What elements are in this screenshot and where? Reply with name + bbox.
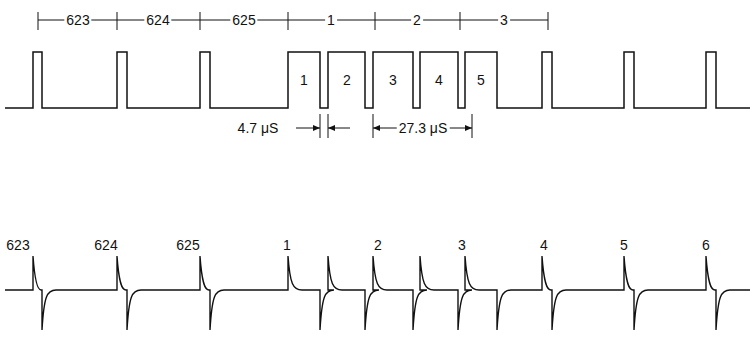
line-number: 3 — [498, 13, 510, 27]
dimension-tick — [472, 114, 473, 138]
line-number: 4 — [540, 238, 548, 252]
line-number: 2 — [374, 238, 382, 252]
line-number: 625 — [176, 238, 199, 252]
line-number: 3 — [458, 238, 466, 252]
dimension-tick — [373, 114, 374, 138]
duration-label: 27.3 μS — [397, 121, 450, 135]
dimension-line — [38, 20, 548, 21]
line-number: 5 — [620, 238, 628, 252]
dimension-tick — [288, 12, 289, 30]
dimension-arrow — [460, 128, 472, 129]
sync-waveform — [5, 52, 750, 108]
duration-label: 4.7 μS — [236, 121, 281, 135]
line-number: 624 — [144, 13, 171, 27]
line-number: 623 — [6, 238, 29, 252]
line-number: 1 — [325, 13, 337, 27]
dimension-tick — [328, 114, 329, 138]
line-number: 2 — [411, 13, 423, 27]
dimension-tick — [375, 12, 376, 30]
dimension-arrow — [296, 128, 320, 129]
dimension-tick — [117, 12, 118, 30]
dimension-tick — [38, 12, 39, 30]
line-number: 623 — [64, 13, 91, 27]
pulse-number: 5 — [477, 73, 485, 87]
pulse-number: 4 — [435, 73, 443, 87]
dimension-arrow — [328, 128, 350, 129]
dimension-tick — [548, 12, 549, 30]
pulse-number: 2 — [343, 73, 351, 87]
pulse-number: 3 — [389, 73, 397, 87]
dimension-tick — [320, 114, 321, 138]
line-number: 6 — [702, 238, 710, 252]
dimension-tick — [460, 12, 461, 30]
dimension-tick — [200, 12, 201, 30]
differentiated-pulses — [5, 256, 750, 330]
line-number: 1 — [283, 238, 291, 252]
line-number: 624 — [94, 238, 117, 252]
pulse-number: 1 — [300, 73, 308, 87]
dimension-arrow — [373, 128, 385, 129]
line-number: 625 — [230, 13, 257, 27]
